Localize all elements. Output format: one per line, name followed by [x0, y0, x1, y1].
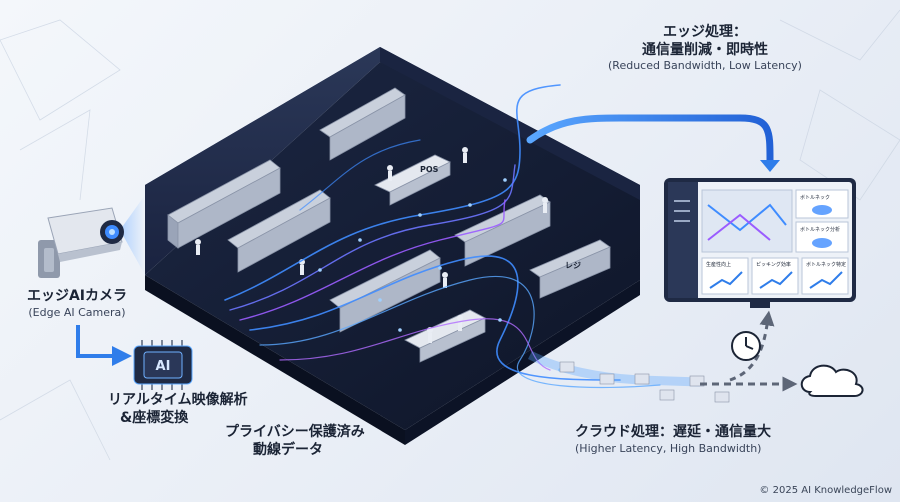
kpi-label-2: ピッキング効率 — [756, 261, 791, 268]
register-sign: レジ — [565, 261, 581, 270]
edge-processing-label: エッジ処理： 通信量削減・即時性 (Reduced Bandwidth, Low… — [590, 24, 820, 73]
kpi-label-3: ボトルネック特定 — [806, 261, 846, 268]
cloud-en: (Higher Latency, High Bandwidth) — [575, 441, 762, 455]
privacy-line-2: 動線データ — [253, 441, 323, 458]
camera-beam — [120, 195, 145, 275]
latency-clock-icon — [731, 331, 761, 361]
dashboard-monitor: ボトルネック ボトルネック分析 生産性向上 ピッキング効率 ボトルネック特定 — [664, 178, 856, 308]
camera-title: エッジAIカメラ — [26, 288, 128, 304]
edge-ai-camera-icon — [38, 207, 124, 278]
realtime-analysis-label: リアルタイム映像解析 &座標変換 — [108, 392, 278, 427]
store-signs: POS レジ — [420, 165, 581, 270]
dashboard-panel-1: ボトルネック — [800, 194, 830, 201]
edge-processing-en: (Reduced Bandwidth, Low Latency) — [608, 59, 802, 72]
store-floor-model — [145, 47, 640, 445]
realtime-line-1: リアルタイム映像解析 — [108, 392, 248, 408]
privacy-movement-paths — [224, 84, 661, 389]
kpi-label-1: 生産性向上 — [706, 261, 731, 268]
camera-label: エッジAIカメラ (Edge AI Camera) — [2, 288, 152, 319]
camera-to-chip-arrow — [76, 325, 132, 366]
realtime-line-2: &座標変換 — [120, 409, 189, 426]
copyright: © 2025 AI KnowledgeFlow — [759, 485, 892, 496]
cloud-icon — [800, 364, 864, 397]
store-shelves — [167, 87, 611, 333]
pos-sign: POS — [420, 165, 439, 174]
camera-en: (Edge AI Camera) — [28, 305, 126, 319]
chip-label: AI — [156, 359, 171, 374]
store-counters — [374, 154, 486, 363]
dashboard-panel-2: ボトルネック分析 — [800, 226, 840, 233]
cloud-to-dashboard-arrow — [729, 310, 775, 382]
background-network — [0, 9, 900, 461]
ai-chip-icon: AI — [133, 340, 193, 390]
data-packets — [559, 361, 730, 403]
cloud-title: クラウド処理：遅延・通信量大 — [575, 424, 771, 440]
privacy-label: プライバシー保護済み 動線データ — [225, 424, 395, 459]
edge-processing-title: エッジ処理： — [663, 24, 747, 40]
privacy-line-1: プライバシー保護済み — [225, 424, 365, 440]
cloud-processing-label: クラウド処理：遅延・通信量大 (Higher Latency, High Ban… — [575, 424, 815, 455]
edge-processing-subtitle: 通信量削減・即時性 — [642, 41, 768, 58]
edge-processing-arrow — [526, 114, 774, 164]
edge-arrow-head — [760, 160, 780, 172]
